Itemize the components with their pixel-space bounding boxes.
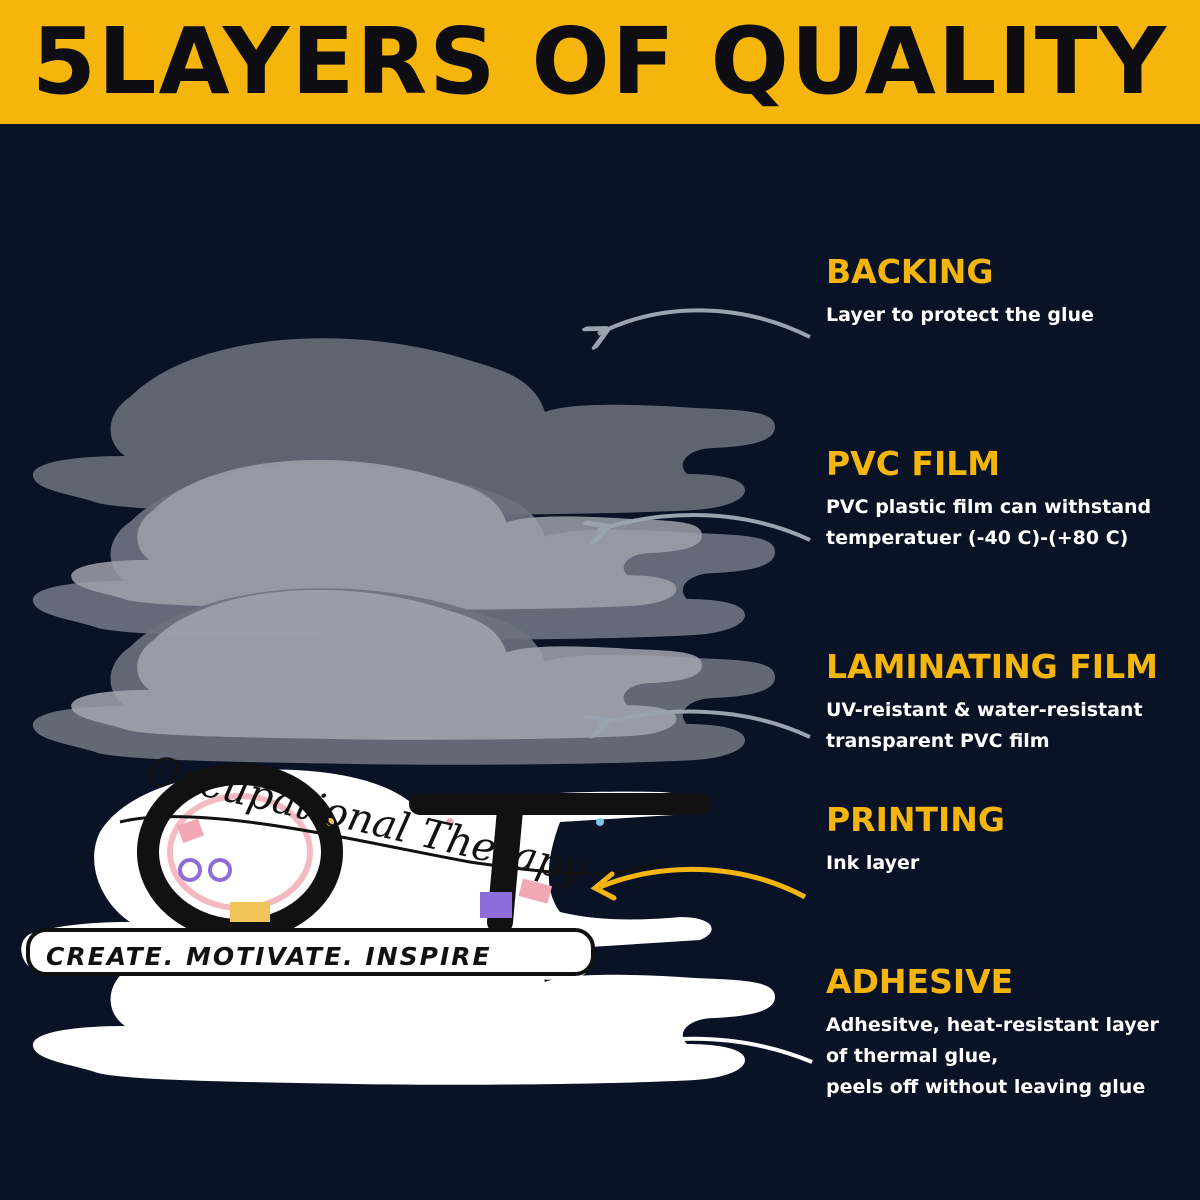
adhesive-arrowhead bbox=[566, 1042, 591, 1070]
layer-title: ADHESIVE bbox=[826, 962, 1014, 1001]
layer-title: LAMINATING FILM bbox=[826, 647, 1158, 686]
layer-description: UV-reistant & water-resistant transparen… bbox=[826, 695, 1158, 757]
printed-sticker: Occupational Therapy CREATE. MOTIVATE. I… bbox=[21, 747, 712, 980]
layer-description-line: Adhesitve, heat-resistant layer bbox=[826, 1014, 1159, 1036]
layer-description-line: Ink layer bbox=[826, 852, 920, 874]
printing-arrow bbox=[599, 866, 807, 900]
layer-label-adhesive: ADHESIVE Adhesitve, heat-resistant layer… bbox=[826, 965, 1159, 1103]
layer-title: PVC FILM bbox=[826, 444, 1001, 483]
layer-description-line: UV-reistant & water-resistant bbox=[826, 699, 1143, 721]
layer-description-line: peels off without leaving glue bbox=[826, 1076, 1146, 1098]
laminating-film-arrow bbox=[598, 709, 811, 739]
layer-description-line: PVC plastic film can withstand bbox=[826, 496, 1152, 518]
layer-label-laminating-film: LAMINATING FILM UV-reistant & water-resi… bbox=[826, 650, 1158, 757]
layer-description: Layer to protect the glue bbox=[826, 300, 1094, 331]
layer-label-printing: PRINTING Ink layer bbox=[826, 803, 1005, 879]
adhesive-arrow bbox=[574, 1036, 813, 1064]
printing-arrowhead bbox=[590, 871, 617, 901]
layer-description-line: Layer to protect the glue bbox=[826, 304, 1094, 326]
layer-description-line: of thermal glue, bbox=[826, 1045, 999, 1067]
layer-illustration: Occupational Therapy CREATE. MOTIVATE. I… bbox=[21, 308, 813, 1085]
layer-description-line: temperatuer (-40 C)-(+80 C) bbox=[826, 527, 1129, 549]
layer-label-backing: BACKING Layer to protect the glue bbox=[826, 255, 1094, 331]
layer-title: PRINTING bbox=[826, 800, 1005, 839]
layer-description: Ink layer bbox=[826, 848, 1005, 879]
layer-label-pvc-film: PVC FILM PVC plastic film can withstand … bbox=[826, 447, 1151, 554]
page-title: 5LAYERS OF QUALITY bbox=[31, 8, 1169, 115]
layer-title: BACKING bbox=[826, 252, 994, 291]
layer-description: PVC plastic film can withstand temperatu… bbox=[826, 492, 1151, 554]
layer-description: Adhesitve, heat-resistant layer of therm… bbox=[826, 1010, 1159, 1103]
title-banner: 5LAYERS OF QUALITY bbox=[0, 0, 1200, 124]
sticker-tagline: CREATE. MOTIVATE. INSPIRE bbox=[46, 942, 492, 971]
backing-arrow bbox=[598, 308, 811, 337]
pvc-film-arrow bbox=[598, 513, 811, 540]
layer-description-line: transparent PVC film bbox=[826, 730, 1050, 752]
